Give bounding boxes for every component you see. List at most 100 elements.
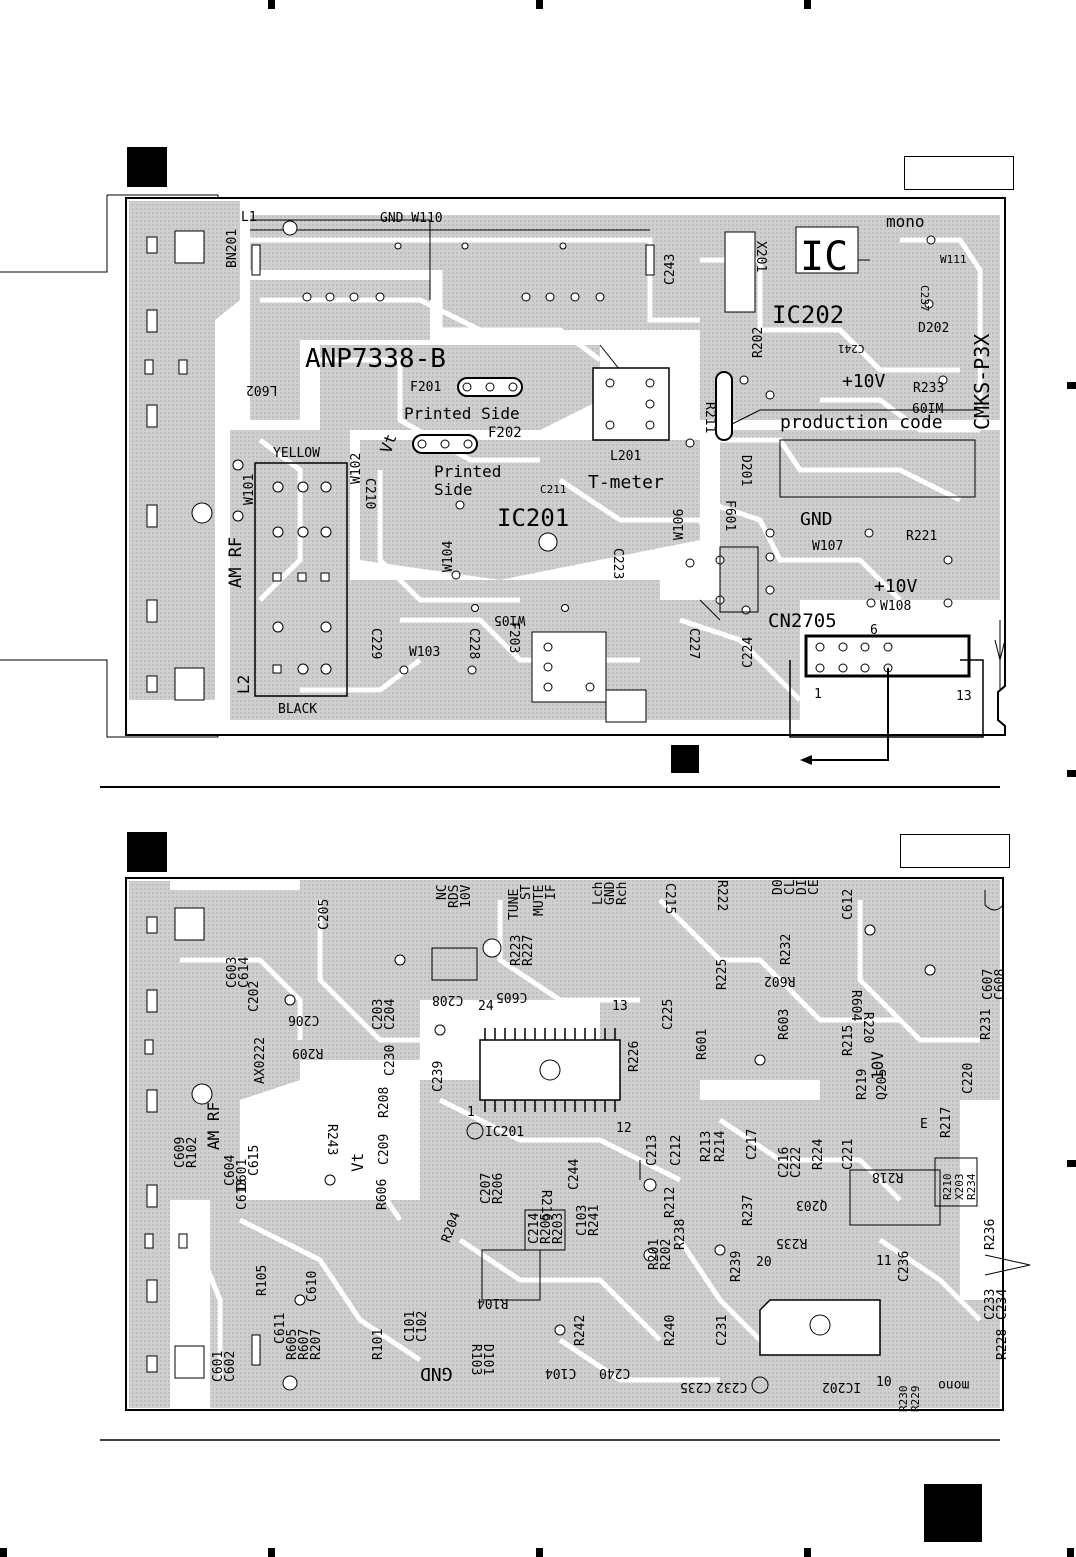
label-r222: R222 xyxy=(714,880,729,912)
cn-pin-1: 1 xyxy=(814,687,822,702)
label-plus10v-mid: +10V xyxy=(874,576,918,597)
label-w101: W101 xyxy=(242,473,257,505)
label-c227: C227 xyxy=(686,628,701,660)
label-r233: R233 xyxy=(913,381,945,396)
connector-arrow-marker xyxy=(671,745,699,773)
label-r215: R215 xyxy=(841,1024,856,1056)
label-c202: C202 xyxy=(247,980,262,1012)
label-plus10v-top: +10V xyxy=(842,371,886,392)
registration-mark xyxy=(804,1548,811,1557)
label-r225: R225 xyxy=(715,958,730,990)
section-marker-bottom xyxy=(127,832,167,872)
label-f203: F203 xyxy=(506,622,521,654)
label-f201: F201 xyxy=(410,380,442,395)
label-ax0222: AX0222 xyxy=(253,1037,268,1084)
label-r228: R228 xyxy=(995,1328,1010,1360)
label-r240: R240 xyxy=(663,1314,678,1346)
label-c213: C213 xyxy=(645,1134,660,1166)
label-am-rf-bottom: AM RF xyxy=(204,1101,223,1150)
label-c608: C608 xyxy=(993,968,1008,1000)
label-x203: X203 xyxy=(953,1173,966,1201)
pin-1: 1 xyxy=(467,1105,475,1120)
label-c205: C205 xyxy=(317,898,332,930)
label-r243: R243 xyxy=(324,1124,339,1156)
label-l602: L602 xyxy=(246,382,278,397)
label-r226: R226 xyxy=(627,1040,642,1072)
label-bn201: BN201 xyxy=(225,228,240,268)
label-f202: F202 xyxy=(488,425,522,441)
pin-24: 24 xyxy=(478,999,494,1014)
pin-10: 10 xyxy=(876,1375,892,1390)
label-r202-b: R202 xyxy=(659,1238,674,1270)
label-r232: R232 xyxy=(779,933,794,965)
pin-13: 13 xyxy=(612,999,628,1014)
label-yellow: YELLOW xyxy=(273,446,320,461)
registration-mark xyxy=(1067,382,1076,389)
registration-mark xyxy=(268,1548,275,1557)
label-60im: 60IM xyxy=(912,402,944,417)
label-10v-b1: 10V xyxy=(459,884,474,908)
label-c240: C240 xyxy=(599,1365,631,1380)
label-printed-side-2: Printed Side xyxy=(434,462,502,499)
label-r102: R102 xyxy=(185,1136,200,1168)
label-r231: R231 xyxy=(979,1008,994,1040)
label-c228: C228 xyxy=(466,628,481,660)
label-f601: F601 xyxy=(722,500,737,532)
label-r206: R206 xyxy=(491,1172,506,1204)
label-c237: C237 xyxy=(918,285,931,312)
label-production-code: production code xyxy=(780,412,943,433)
label-r208: R208 xyxy=(377,1086,392,1118)
label-r207: R207 xyxy=(309,1328,324,1360)
label-r105: R105 xyxy=(255,1264,270,1296)
label-r601: R601 xyxy=(695,1028,710,1060)
pin-11: 11 xyxy=(876,1254,892,1269)
label-q205: Q205 xyxy=(875,1068,890,1100)
label-c215: C215 xyxy=(662,883,677,915)
label-w107: W107 xyxy=(812,539,844,554)
pin-20: 20 xyxy=(756,1255,772,1270)
label-ce: CE xyxy=(807,879,822,895)
label-c612: C612 xyxy=(841,888,856,920)
label-black: BLACK xyxy=(278,702,318,717)
label-gnd-bottom: GND xyxy=(420,1363,453,1384)
label-c209: C209 xyxy=(377,1133,392,1165)
label-c224: C224 xyxy=(741,636,756,668)
label-c210: C210 xyxy=(362,478,377,510)
label-c204: C204 xyxy=(383,998,398,1030)
label-q203: Q203 xyxy=(796,1197,828,1212)
registration-mark xyxy=(804,0,811,9)
label-c211: C211 xyxy=(540,483,567,496)
label-r237: R237 xyxy=(741,1194,756,1226)
label-c232: C232 xyxy=(716,1379,748,1394)
registration-mark xyxy=(1067,1160,1076,1167)
label-rch: Rch xyxy=(615,881,630,905)
registration-mark xyxy=(536,0,543,9)
label-r606: R606 xyxy=(375,1178,390,1210)
cn-pin-13: 13 xyxy=(956,689,972,704)
label-c231: C231 xyxy=(715,1314,730,1346)
label-c610: C610 xyxy=(305,1270,320,1302)
pin-12: 12 xyxy=(616,1121,632,1136)
label-r227: R227 xyxy=(521,934,536,966)
label-c212: C212 xyxy=(669,1134,684,1166)
label-w104: W104 xyxy=(441,540,456,572)
label-r234: R234 xyxy=(965,1173,978,1201)
label-vt-bottom: Vt xyxy=(348,1152,367,1172)
side-label-box-top xyxy=(904,156,1014,190)
label-w111: W111 xyxy=(940,253,967,266)
label-r241: R241 xyxy=(587,1204,602,1236)
label-c602: C602 xyxy=(223,1350,238,1382)
label-mono: mono xyxy=(886,212,925,231)
label-c615: C615 xyxy=(247,1144,262,1176)
label-r221: R221 xyxy=(906,529,938,544)
registration-mark xyxy=(268,0,275,9)
label-c236: C236 xyxy=(897,1250,912,1282)
label-c234: C234 xyxy=(995,1288,1010,1320)
label-r213: R213 xyxy=(699,1130,714,1162)
section-marker-top xyxy=(127,147,167,187)
registration-mark xyxy=(1067,770,1076,777)
label-c235: C235 xyxy=(680,1379,712,1394)
label-c221: C221 xyxy=(841,1138,856,1170)
label-c222: C222 xyxy=(789,1146,804,1178)
label-c243: C243 xyxy=(663,253,678,285)
